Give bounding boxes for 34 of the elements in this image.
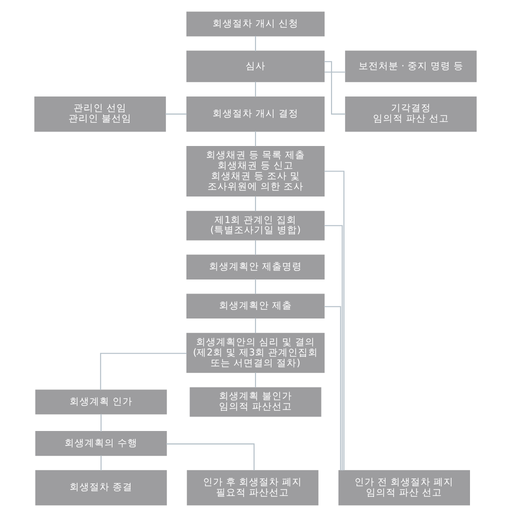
node-box: 관리인 선임 관리인 불선임 (34, 96, 166, 132)
connector (254, 82, 256, 97)
node-box: 회생절차 개시 결정 (186, 96, 325, 132)
connector (166, 443, 255, 470)
connector (100, 414, 102, 432)
node-box: 제1회 관계인 집회 (특별조사기일 병합) (186, 210, 325, 240)
node-box: 회생절차 종결 (35, 470, 167, 506)
node-box: 회생채권 등 목록 제출 회생채권 등 신고 회생채권 등 조사 및 조사위원에 의한 조사 (186, 146, 325, 197)
node-box: 기각결정 임의적 파산 선고 (345, 96, 477, 132)
node-box: 심사 (186, 50, 325, 82)
connector (100, 456, 102, 471)
connector (324, 72, 346, 73)
connector (324, 225, 343, 471)
node-box: 회생계획 인가 (35, 390, 167, 414)
connector (166, 114, 187, 115)
node-box: 회생절차 개시 신청 (186, 12, 325, 36)
connector (254, 36, 256, 52)
node-box: 회생계획안의 심리 및 결의 (제2회 및 제3회 관계인집회 또는 서면결의 절차) (186, 332, 325, 373)
connector (254, 372, 256, 388)
connector (254, 279, 256, 294)
connector (254, 318, 256, 334)
node-box: 회생계획 불인가 임의적 파산선고 (190, 387, 322, 417)
node-box: 회생계획안 제출 (186, 294, 325, 319)
connector (100, 352, 187, 390)
connector (324, 306, 342, 470)
connector (254, 131, 256, 146)
node-box: 인가 전 회생절차 폐지 임의적 파산 선고 (338, 470, 470, 506)
node-box: 보전처분 · 중지 명령 등 (345, 50, 477, 82)
connector (254, 240, 256, 255)
node-box: 인가 후 회생절차 폐지 필요적 파산선고 (186, 470, 318, 506)
node-box: 회생계획안 제출명령 (186, 254, 325, 280)
node-box: 회생계획의 수행 (35, 431, 167, 456)
connector (254, 196, 256, 212)
connector (324, 170, 344, 470)
